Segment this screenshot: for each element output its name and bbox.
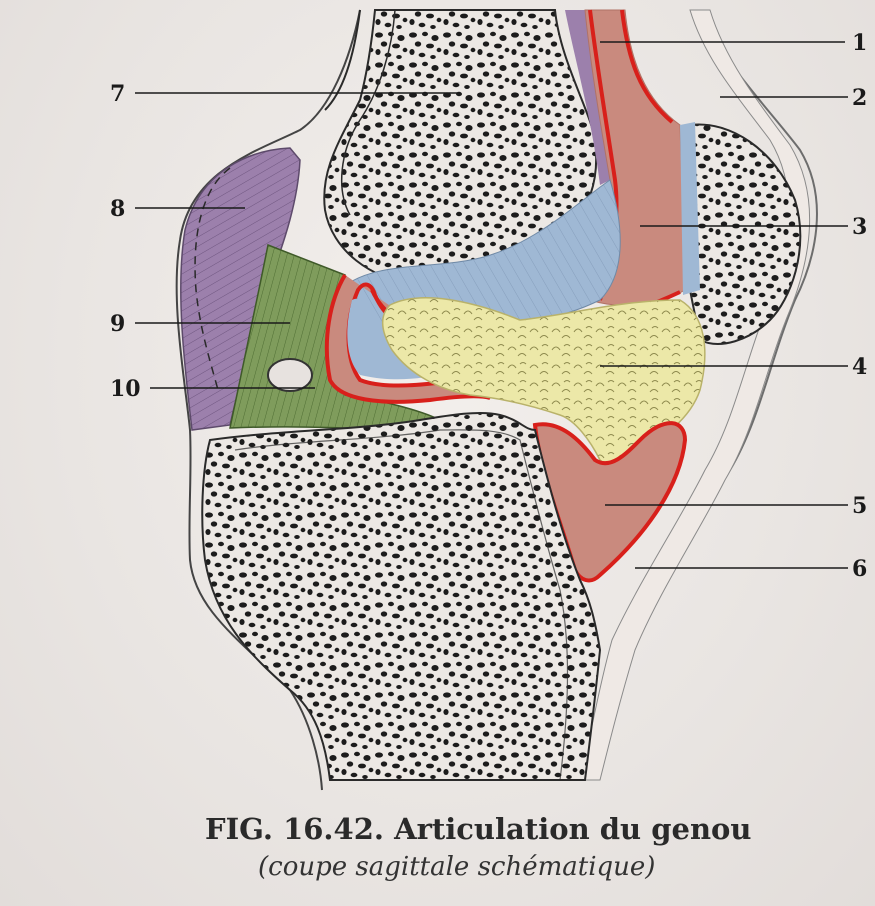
label-8: 8 — [110, 196, 125, 222]
label-6: 6 — [852, 556, 867, 582]
label-10: 10 — [110, 376, 141, 402]
label-4: 4 — [852, 354, 867, 380]
label-9: 9 — [110, 311, 125, 337]
caption-title: FIG. 16.42. Articulation du genou — [205, 812, 751, 846]
meniscus-cross-section — [268, 359, 312, 391]
label-3: 3 — [852, 214, 867, 240]
tibia — [202, 413, 600, 780]
label-2: 2 — [852, 85, 867, 111]
knee-sagittal-diagram: 1 2 3 4 5 6 7 8 9 10 — [0, 0, 875, 800]
caption-subtitle: (coupe sagittale schématique) — [258, 852, 655, 882]
label-5: 5 — [852, 493, 867, 519]
label-7: 7 — [110, 81, 125, 107]
label-1: 1 — [852, 30, 867, 56]
